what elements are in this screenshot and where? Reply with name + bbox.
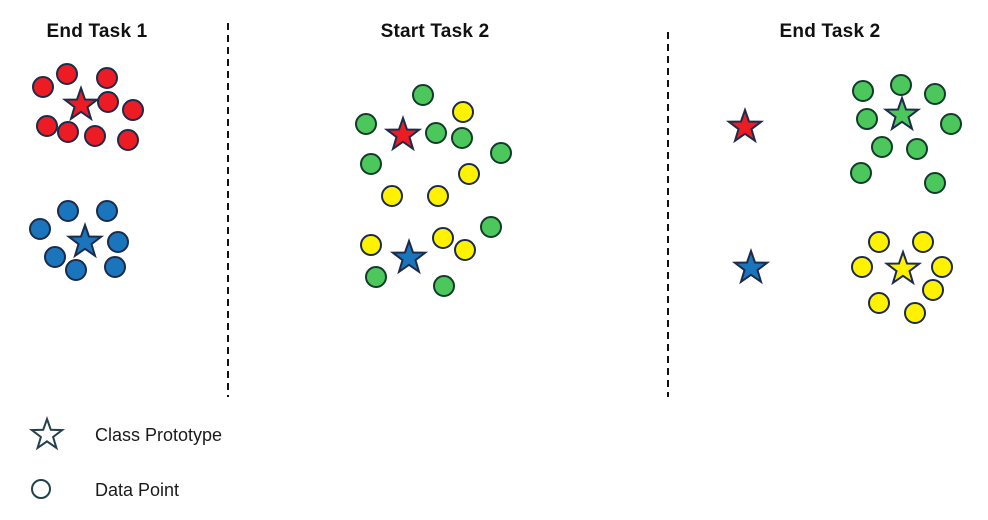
panel-title-start-task-2: Start Task 2	[380, 21, 490, 42]
data-point-red	[117, 129, 139, 151]
panel-title-end-task-1: End Task 1	[46, 21, 148, 42]
data-point-green	[355, 113, 377, 135]
data-point-yellow	[452, 101, 474, 123]
class-prototype-star-blue	[731, 247, 771, 285]
data-point-blue	[96, 200, 118, 222]
class-prototype-star-green	[882, 94, 922, 132]
data-point-yellow	[904, 302, 926, 324]
data-point-yellow	[922, 279, 944, 301]
data-point-yellow	[868, 292, 890, 314]
data-point-yellow	[868, 231, 890, 253]
legend-label-class-prototype: Class Prototype	[95, 425, 223, 445]
data-point-blue	[107, 231, 129, 253]
data-point-green	[365, 266, 387, 288]
data-point-blue	[104, 256, 126, 278]
class-prototype-star-blue	[65, 221, 105, 259]
data-point-green	[924, 83, 946, 105]
data-point-green	[924, 172, 946, 194]
data-point-green	[490, 142, 512, 164]
data-point-red	[96, 67, 118, 89]
data-point-green	[906, 138, 928, 160]
data-point-yellow	[458, 163, 480, 185]
data-point-green	[360, 153, 382, 175]
circle-outline-icon	[31, 479, 51, 499]
class-prototype-star-blue	[389, 237, 429, 275]
data-point-green	[451, 127, 473, 149]
data-point-yellow	[851, 256, 873, 278]
data-point-red	[36, 115, 58, 137]
data-point-yellow	[931, 256, 953, 278]
data-point-yellow	[360, 234, 382, 256]
data-point-red	[84, 125, 106, 147]
data-point-yellow	[912, 231, 934, 253]
data-point-green	[412, 84, 434, 106]
data-point-green	[425, 122, 447, 144]
legend-label-data-point: Data Point	[95, 480, 180, 500]
class-prototype-star-yellow	[883, 248, 923, 286]
data-point-green	[856, 108, 878, 130]
data-point-green	[850, 162, 872, 184]
data-point-green	[871, 136, 893, 158]
class-prototype-star-red	[61, 84, 101, 122]
data-point-red	[32, 76, 54, 98]
data-point-yellow	[427, 185, 449, 207]
class-prototype-star-red	[725, 106, 765, 144]
data-point-green	[433, 275, 455, 297]
data-point-yellow	[381, 185, 403, 207]
star-outline-icon	[28, 415, 66, 451]
data-point-red	[56, 63, 78, 85]
data-point-green	[480, 216, 502, 238]
data-point-blue	[29, 218, 51, 240]
data-point-red	[57, 121, 79, 143]
data-point-yellow	[454, 239, 476, 261]
data-point-blue	[65, 259, 87, 281]
data-point-yellow	[432, 227, 454, 249]
data-point-green	[890, 74, 912, 96]
data-point-green	[852, 80, 874, 102]
class-prototype-star-red	[383, 114, 423, 152]
data-point-red	[97, 91, 119, 113]
data-point-green	[940, 113, 962, 135]
panel-title-end-task-2: End Task 2	[779, 21, 881, 42]
data-point-blue	[44, 246, 66, 268]
data-point-red	[122, 99, 144, 121]
data-point-blue	[57, 200, 79, 222]
